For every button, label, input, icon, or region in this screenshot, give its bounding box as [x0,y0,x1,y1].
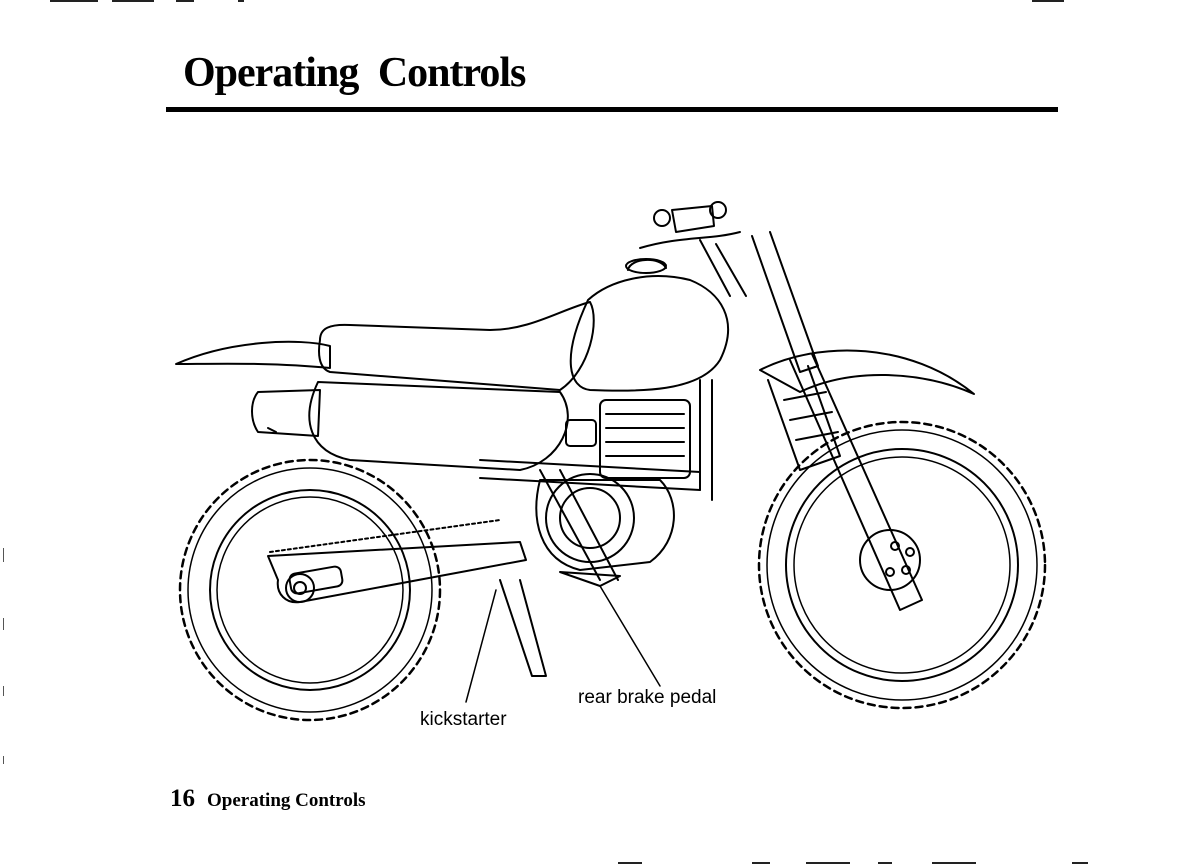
engine [535,399,691,571]
kickstarter-label: kickstarter [420,709,507,730]
exhaust-muffler [251,389,321,437]
kickstand [499,579,547,677]
footer-title: Operating Controls [207,790,366,811]
seat [318,301,595,391]
margin-tick [3,548,4,562]
rear-brake-pedal-label: rear brake pedal [578,687,717,708]
rear-wheel [178,458,442,722]
handlebar [639,201,747,297]
margin-tick [3,756,4,764]
front-fork [751,231,923,611]
page-title: Operating Controls [183,50,526,96]
side-cover [308,381,569,471]
title-rule [166,107,1058,112]
drive-chain [269,519,501,553]
margin-tick [3,686,4,696]
front-wheel [757,420,1047,710]
front-fender [759,349,975,395]
swingarm [267,541,527,604]
page-footer: 16 Operating Controls [170,786,366,811]
margin-tick [3,618,4,630]
rear-brake-pedal [559,571,621,587]
kickstarter-leader-line [465,589,497,703]
fuel-tank [569,275,730,392]
frame [479,379,713,581]
rear-brake-pedal-leader-line [599,585,661,687]
rear-fender [175,340,331,369]
motorcycle-illustration [175,201,1047,722]
page-number: 16 [170,785,195,812]
